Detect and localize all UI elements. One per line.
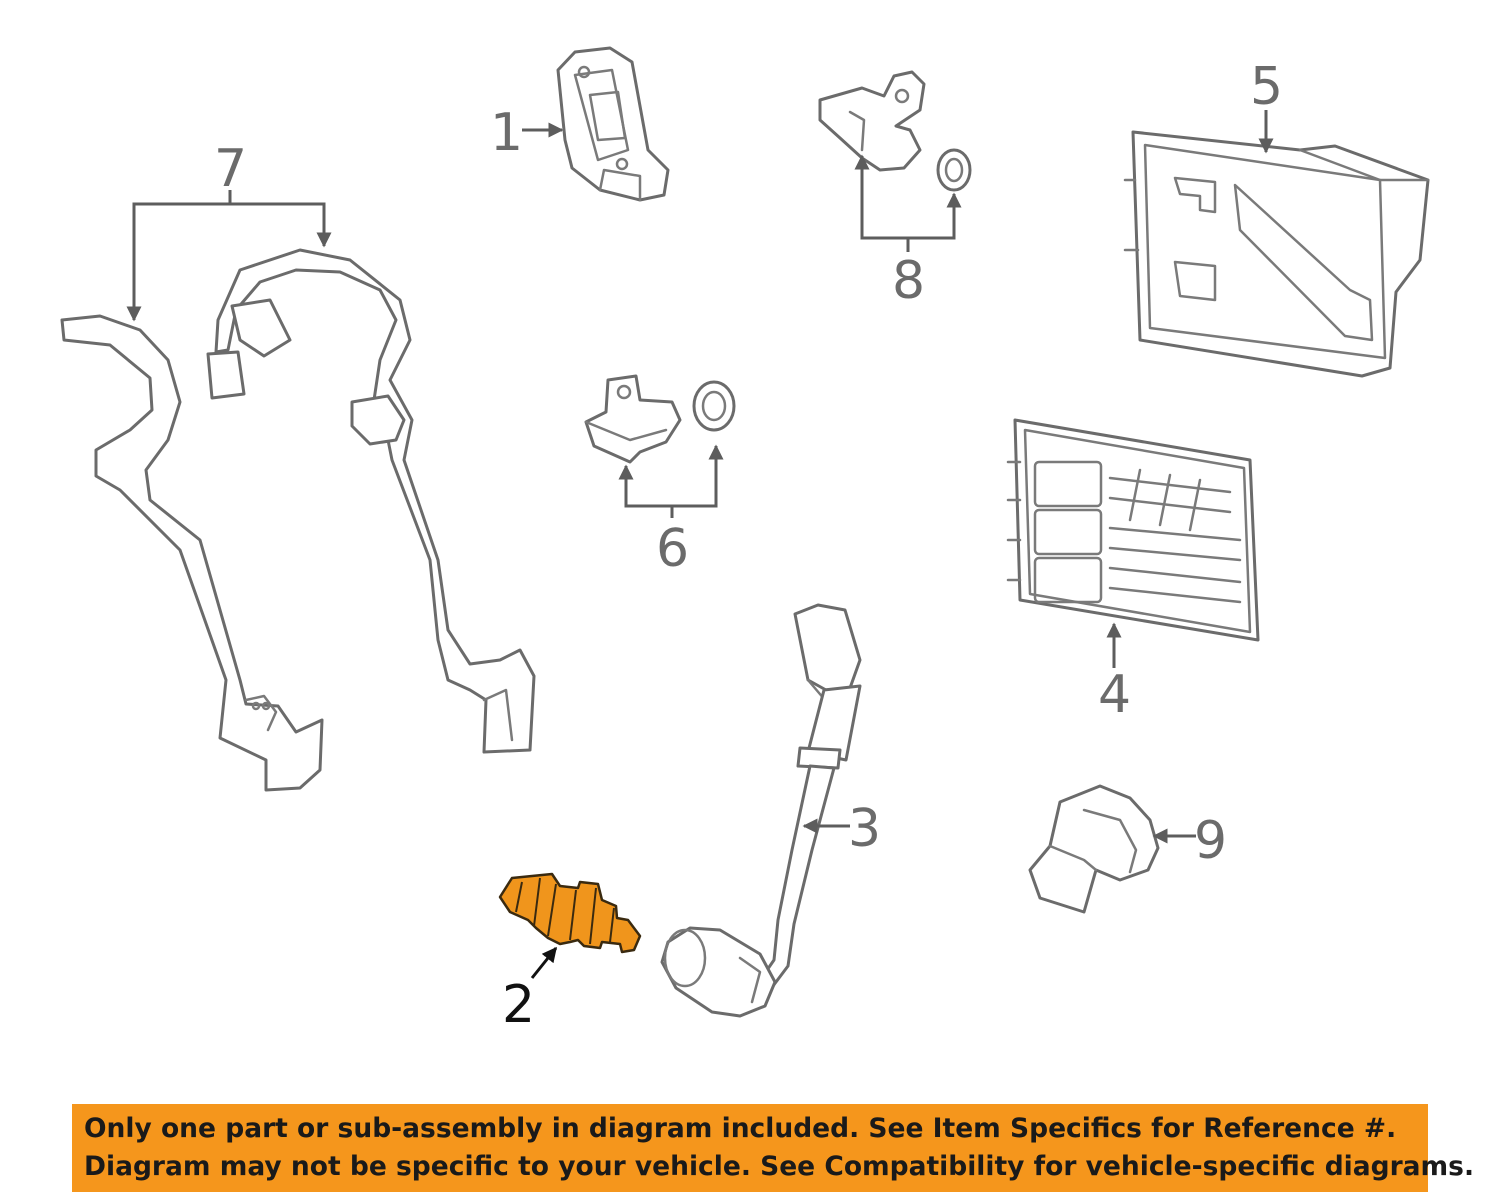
- part-1-sensor[interactable]: [556, 46, 670, 202]
- callout-7: 7: [126, 139, 332, 322]
- callout-number: 4: [1098, 665, 1131, 725]
- callout-6: 6: [618, 444, 724, 579]
- part-8-sensor-and-seal[interactable]: [818, 70, 972, 192]
- part-2-sensor-highlighted[interactable]: [498, 872, 642, 954]
- callout-number: 5: [1250, 57, 1283, 117]
- callout-number: 6: [656, 519, 689, 579]
- callout-number: 8: [892, 251, 925, 311]
- callout-number: 7: [214, 139, 247, 199]
- parts-diagram: 1 2 3 4: [60, 46, 1430, 1035]
- callout-number: 1: [490, 103, 523, 163]
- callout-number: 9: [1194, 811, 1227, 871]
- callout-8: 8: [854, 154, 962, 311]
- part-9-sensor[interactable]: [1028, 784, 1160, 914]
- disclaimer-line-1: Only one part or sub-assembly in diagram…: [84, 1113, 1397, 1144]
- part-6-sensor-and-seal[interactable]: [584, 374, 736, 464]
- disclaimer-banner: Only one part or sub-assembly in diagram…: [72, 1104, 1475, 1192]
- callout-5: 5: [1250, 57, 1283, 154]
- part-4-control-module[interactable]: [1006, 418, 1260, 642]
- part-3-sensor-with-lead[interactable]: [660, 603, 862, 1018]
- callout-3: 3: [802, 799, 881, 859]
- part-5-module-housing[interactable]: [1123, 130, 1430, 378]
- callout-1: 1: [490, 103, 564, 163]
- callout-2: 2: [502, 946, 558, 1035]
- callout-number: 2: [502, 975, 535, 1035]
- callout-4: 4: [1098, 622, 1131, 725]
- disclaimer-line-2: Diagram may not be specific to your vehi…: [84, 1151, 1475, 1182]
- part-7-wiring-harness[interactable]: [60, 248, 536, 792]
- callout-9: 9: [1152, 811, 1227, 871]
- callout-number: 3: [848, 799, 881, 859]
